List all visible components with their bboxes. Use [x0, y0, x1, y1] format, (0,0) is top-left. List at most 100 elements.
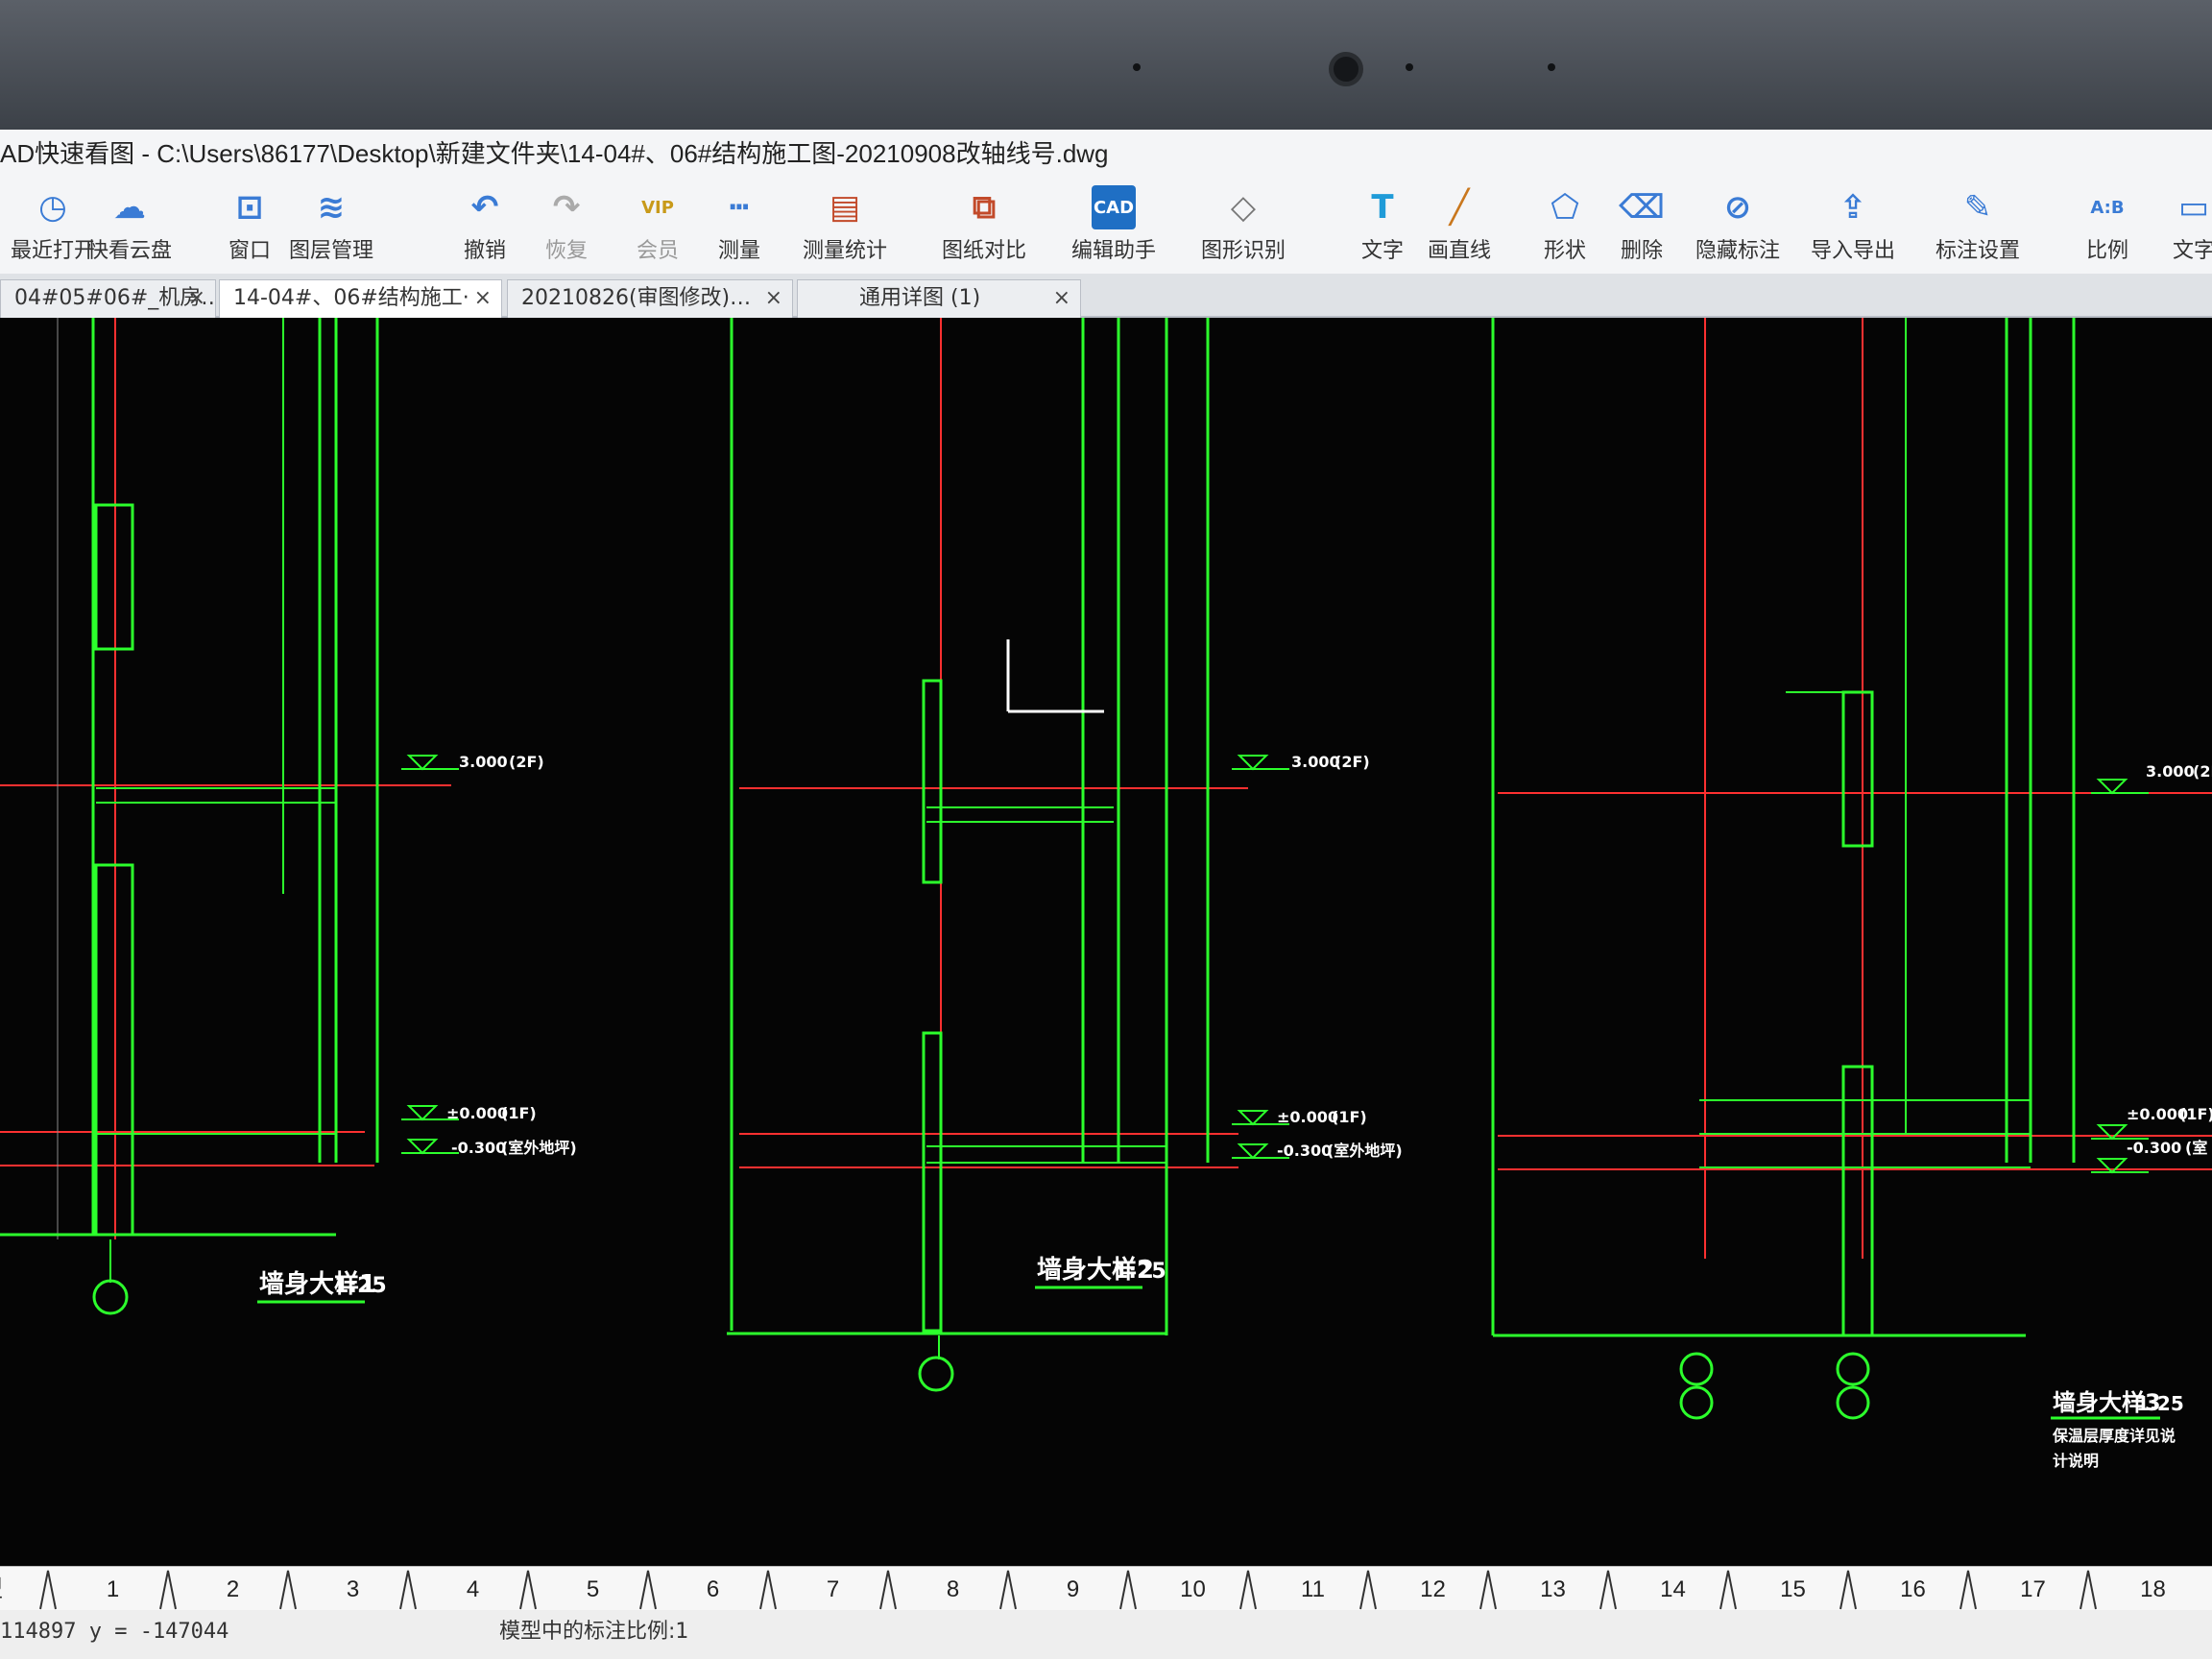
elevation-label: 3.000: [1291, 753, 1340, 771]
detail-scale: 1:25: [2136, 1392, 2184, 1415]
tab-divider: [159, 1570, 177, 1610]
toolbar-button-compare[interactable]: ⧉图纸对比: [931, 178, 1037, 264]
layout-tab[interactable]: 3: [346, 1576, 360, 1602]
export-icon: ⇪: [1839, 188, 1867, 227]
toolbar-button-eraser[interactable]: ⌫删除: [1589, 178, 1695, 264]
cloud-icon: ☁: [113, 188, 146, 227]
layout-tab[interactable]: 13: [1540, 1576, 1566, 1602]
layout-tab[interactable]: 12: [1420, 1576, 1446, 1602]
cad-drawing[interactable]: 3.000(2F)±0.000(1F)-0.300(室外地坪)墙身大样11:25…: [0, 318, 2212, 1566]
toolbar-button-hide[interactable]: ⊘隐藏标注: [1685, 178, 1791, 264]
beam-section: [1841, 1065, 1874, 1337]
tab-divider: [1960, 1570, 1977, 1610]
tab-divider: [759, 1570, 777, 1610]
toolbar-button-label: 文字: [1360, 239, 1404, 263]
detail-title: 墙身大样2: [1037, 1255, 1154, 1285]
toolbar-button-label: 比例: [2085, 239, 2128, 263]
toolbar-button-line[interactable]: ╱画直线: [1407, 178, 1512, 264]
layout-tab[interactable]: 8: [946, 1576, 960, 1602]
toolbar-button-label: 快看云盘: [86, 239, 172, 263]
text-icon: T: [1371, 188, 1394, 227]
elevation-tag: (2F): [2193, 762, 2212, 781]
layout-tab[interactable]: 15: [1780, 1576, 1806, 1602]
toolbar-button-undo[interactable]: ↶撤销: [432, 178, 538, 264]
toolbar-button-ruler[interactable]: ┅测量: [686, 178, 792, 264]
close-icon[interactable]: ×: [473, 286, 492, 310]
layout-tab[interactable]: 5: [586, 1576, 600, 1602]
layout-tab[interactable]: 11: [1301, 1576, 1325, 1602]
toolbar-button-shape-recognize[interactable]: ◇图形识别: [1190, 178, 1296, 264]
close-icon[interactable]: ×: [764, 286, 782, 310]
close-icon[interactable]: ×: [187, 286, 205, 310]
toolbar-button-measure-stats[interactable]: ▤测量统计: [792, 178, 898, 264]
doc-tab-label: 14-04#、06#结构施工·: [233, 286, 469, 310]
doc-tab-label: 通用详图 (1): [859, 286, 981, 310]
elevation-label: ±0.000: [2127, 1105, 2188, 1123]
layout-tab[interactable]: 10: [1180, 1576, 1206, 1602]
toolbar-button-annotation-settings[interactable]: ✎标注设置: [1925, 178, 2031, 264]
window-title: AD快速看图 - C:\Users\86177\Desktop\新建文件夹\14…: [0, 139, 1109, 168]
doc-tab[interactable]: 20210826(审图修改)… ×: [507, 279, 793, 318]
tab-divider: [1239, 1570, 1257, 1610]
toolbar-button-label: 形状: [1543, 239, 1586, 263]
title-bar: AD快速看图 - C:\Users\86177\Desktop\新建文件夹\14…: [0, 130, 2212, 178]
toolbar-button-export[interactable]: ⇪导入导出: [1800, 178, 1906, 264]
layout-tab[interactable]: 18: [2140, 1576, 2166, 1602]
text-icon-2: ▭: [2177, 188, 2210, 227]
layout-tab[interactable]: 6: [706, 1576, 720, 1602]
toolbar-button-layers[interactable]: ≋图层管理: [278, 178, 384, 264]
elevation-label: ±0.000: [1277, 1108, 1338, 1126]
doc-tab-active[interactable]: 14-04#、06#结构施工· ×: [219, 279, 502, 318]
doc-tab-label: 20210826(审图修改)…: [521, 286, 752, 310]
layout-tab[interactable]: 14: [1660, 1576, 1686, 1602]
coordinate-readout: 114897 y = -147044: [0, 1620, 229, 1644]
layout-tab[interactable]: 4: [466, 1576, 480, 1602]
laptop-bezel: [0, 0, 2212, 130]
detail-title: 墙身大样3: [2053, 1389, 2161, 1416]
toolbar-button-label: 标注设置: [1935, 239, 2020, 263]
elevation-marker: [401, 755, 459, 771]
beam-section: [922, 1031, 943, 1333]
layout-tab[interactable]: 1: [106, 1576, 120, 1602]
toolbar-button-window[interactable]: ⊡窗口: [197, 178, 302, 264]
close-icon[interactable]: ×: [1052, 286, 1070, 310]
axis-bubble: [92, 1279, 129, 1315]
model-tab[interactable]: 型: [0, 1571, 25, 1609]
tab-divider: [879, 1570, 897, 1610]
toolbar-button-cloud[interactable]: ☁ 快看云盘: [77, 178, 182, 264]
detail-scale: 1:25: [334, 1274, 387, 1298]
elevation-tag: (1F): [501, 1104, 537, 1122]
layout-tab[interactable]: 17: [2020, 1576, 2046, 1602]
layout-tab[interactable]: 2: [226, 1576, 240, 1602]
toolbar-button-clock[interactable]: ◷最近打开: [0, 178, 106, 264]
axis-bubble: [1836, 1385, 1870, 1420]
tab-divider: [279, 1570, 297, 1610]
elevation-tag: (2F): [1334, 753, 1370, 771]
vip-icon: VIP: [641, 197, 674, 218]
toolbar-button-shapes[interactable]: ⬠ 形状: [1512, 178, 1618, 264]
ruler-icon: ┅: [729, 188, 750, 227]
layout-tab[interactable]: 16: [1900, 1576, 1926, 1602]
layout-tab[interactable]: 7: [826, 1576, 840, 1602]
toolbar-button-redo[interactable]: ↷恢复: [514, 178, 619, 264]
toolbar-button-text-2[interactable]: ▭文字: [2141, 178, 2212, 264]
tab-divider: [2080, 1570, 2097, 1610]
beam-section: [1841, 690, 1874, 848]
elevation-label: -0.300: [1277, 1142, 1332, 1160]
elevation-marker: [1232, 1143, 1289, 1160]
undo-icon: ↶: [470, 188, 499, 227]
layout-tab[interactable]: 9: [1066, 1576, 1080, 1602]
toolbar-button-label: 删除: [1620, 239, 1663, 263]
shapes-icon: ⬠: [1551, 188, 1579, 227]
doc-tab[interactable]: 04#05#06#_机房… ×: [0, 279, 216, 318]
elevation-marker: [2091, 1158, 2149, 1174]
doc-tab[interactable]: 通用详图 (1) ×: [797, 279, 1081, 318]
tab-divider: [1599, 1570, 1617, 1610]
webcam: [1329, 52, 1363, 86]
toolbar-button-text[interactable]: T 文字: [1330, 178, 1435, 264]
